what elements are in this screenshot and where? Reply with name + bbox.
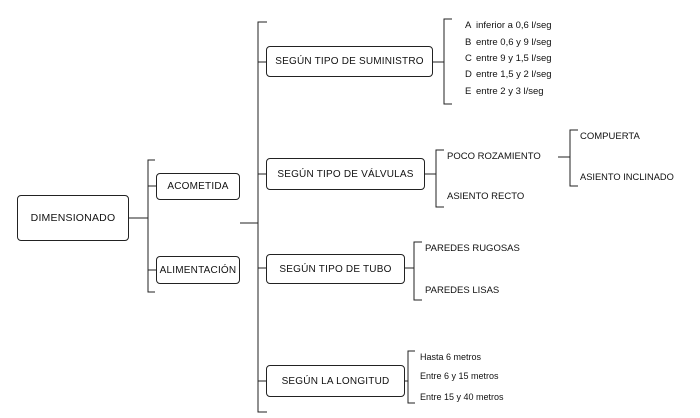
paredes-rugosas-label: PAREDES RUGOSAS	[425, 243, 520, 254]
paredes-lisas-label: PAREDES LISAS	[425, 285, 500, 296]
alimentacion-node: ALIMENTACIÓN	[156, 256, 240, 284]
longitud-option: Hasta 6 metros	[420, 352, 482, 362]
acometida-node: ACOMETIDA	[156, 173, 240, 200]
poco-rozamiento-label: POCO ROZAMIENTO	[447, 151, 541, 162]
dimensionado-node: DIMENSIONADO	[17, 195, 129, 241]
longitud-node: SEGÚN LA LONGITUD	[266, 365, 405, 397]
longitud-option: Entre 6 y 15 metros	[420, 371, 499, 381]
valvulas-node: SEGÚN TIPO DE VÁLVULAS	[266, 158, 425, 190]
asiento-inclinado-label: ASIENTO INCLINADO	[580, 172, 674, 182]
tubo-node: SEGÚN TIPO DE TUBO	[266, 254, 405, 284]
compuerta-label: COMPUERTA	[580, 131, 640, 142]
asiento-recto-label: ASIENTO RECTO	[447, 191, 525, 202]
suministro-node: SEGÚN TIPO DE SUMINISTRO	[266, 46, 433, 77]
longitud-option: Entre 15 y 40 metros	[420, 392, 504, 402]
